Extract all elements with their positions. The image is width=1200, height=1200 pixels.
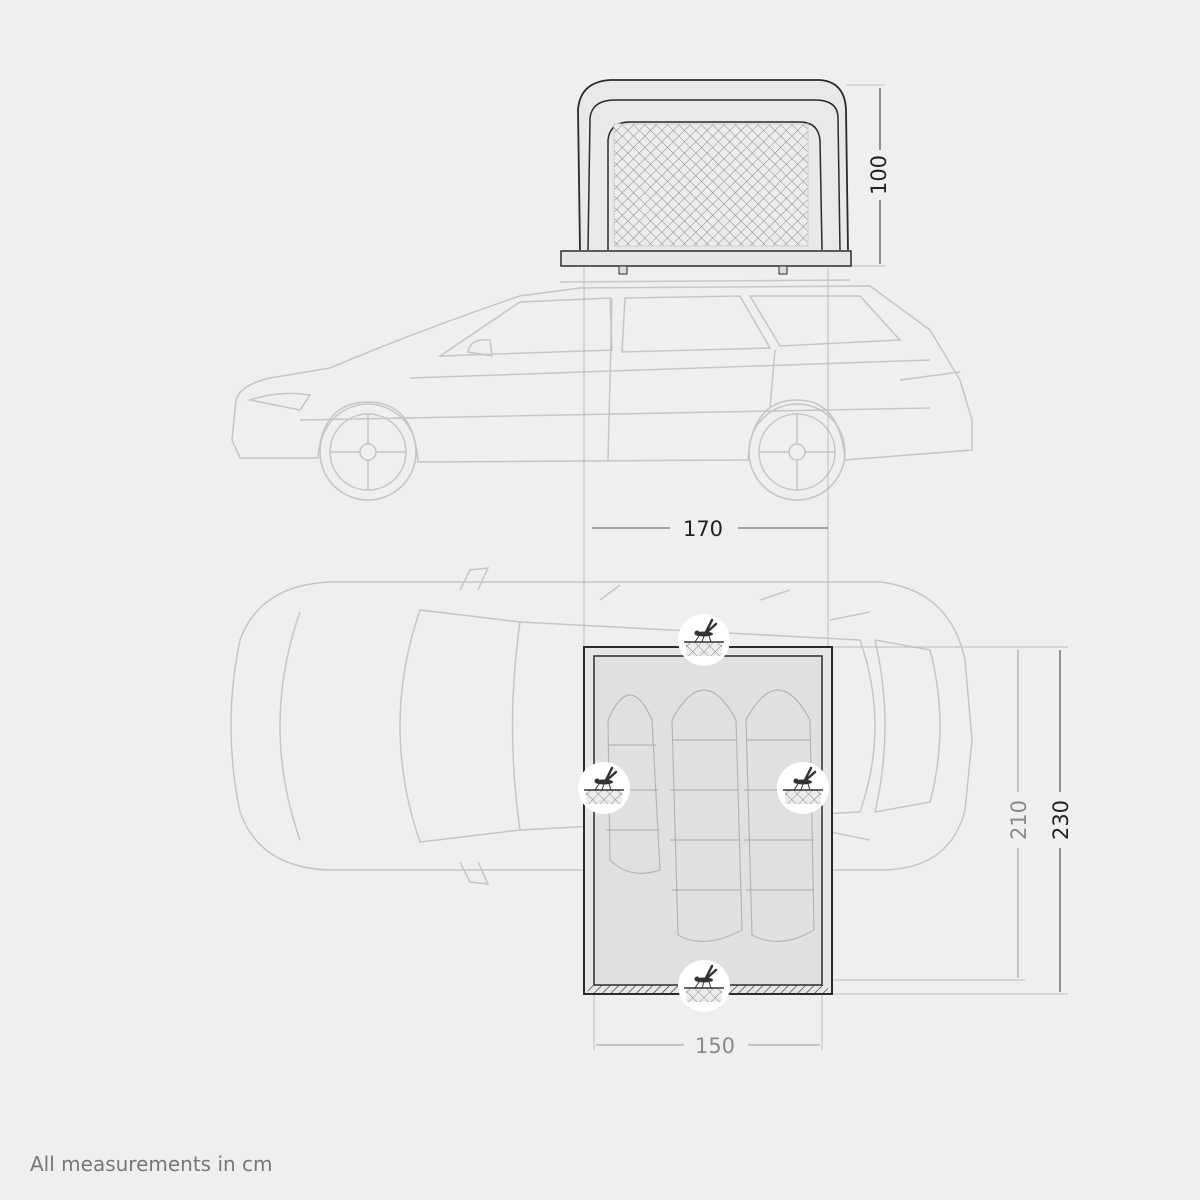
mosquito-net-icon <box>676 958 732 1014</box>
dim-150: 150 <box>596 1034 820 1058</box>
dim-170: 170 <box>592 517 828 541</box>
mosquito-net-icon <box>576 760 632 816</box>
dim-230: 230 <box>1049 650 1073 992</box>
dim-100: 100 <box>867 88 891 264</box>
roof-tent-side <box>560 79 852 275</box>
mosquito-net-icon <box>676 612 732 668</box>
dim-label-length-closed: 170 <box>683 517 723 541</box>
dim-label-height: 100 <box>867 155 891 195</box>
dim-210: 210 <box>1007 650 1031 978</box>
car-top-view <box>230 567 973 885</box>
car-side-view <box>231 279 973 501</box>
dim-label-inner-length: 210 <box>1007 800 1031 840</box>
dim-label-outer-length: 230 <box>1049 800 1073 840</box>
measurement-note: All measurements in cm <box>30 1152 273 1176</box>
dim-label-inner-width: 150 <box>695 1034 735 1058</box>
guide-lines <box>583 84 1068 1050</box>
mosquito-net-icon <box>775 760 831 816</box>
tent-floor-plan <box>583 646 833 995</box>
